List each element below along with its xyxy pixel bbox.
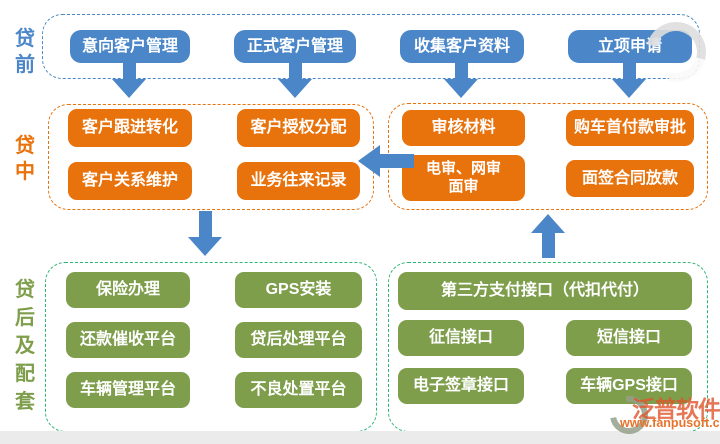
node-formal-customer-mgmt: 正式客户管理 <box>234 30 356 63</box>
node-gps-installation: GPS安装 <box>235 272 362 308</box>
bottom-gray-strip <box>0 431 720 444</box>
down-arrow-icon <box>444 62 478 98</box>
node-esignature-interface: 电子签章接口 <box>398 368 524 404</box>
down-arrow-icon <box>278 62 312 98</box>
node-third-party-payment-interface: 第三方支付接口（代扣代付） <box>398 272 692 310</box>
node-down-payment-approval: 购车首付款审批 <box>566 110 694 146</box>
post-loan-label: 贷后及配套 <box>15 279 35 413</box>
mid-loan-label: 贷中 <box>15 135 35 183</box>
node-customer-follow-up: 客户跟进转化 <box>68 109 192 147</box>
node-contract-signing-loan: 面签合同放款 <box>566 160 694 197</box>
down-arrow-icon <box>188 211 222 256</box>
node-repayment-collection: 还款催收平台 <box>66 322 190 358</box>
up-arrow-icon <box>531 214 565 258</box>
left-arrow-icon <box>358 145 414 177</box>
node-customer-relationship: 客户关系维护 <box>68 162 192 200</box>
node-bad-asset-disposal: 不良处置平台 <box>235 372 362 408</box>
node-insurance-handling: 保险办理 <box>66 272 190 308</box>
node-customer-authorization: 客户授权分配 <box>237 109 360 147</box>
watermark-brand: 泛普软件 <box>632 396 720 422</box>
pre-loan-label: 贷前 <box>15 28 35 76</box>
node-vehicle-gps-interface: 车辆GPS接口 <box>566 368 692 404</box>
node-intent-customer-mgmt: 意向客户管理 <box>70 30 190 63</box>
node-project-application: 立项申请 <box>568 30 692 63</box>
node-post-loan-processing: 贷后处理平台 <box>235 322 362 358</box>
node-business-dealings-record: 业务往来记录 <box>237 162 360 200</box>
node-phone-web-interview-review: 电审、网审 面审 <box>402 155 525 201</box>
node-credit-interface: 征信接口 <box>398 320 524 356</box>
watermark-url: www.fanpusoft.com <box>620 416 720 430</box>
node-sms-interface: 短信接口 <box>566 320 692 356</box>
down-arrow-icon <box>112 62 146 98</box>
node-review-materials: 审核材料 <box>402 110 525 146</box>
node-collect-customer-info: 收集客户资料 <box>400 30 524 63</box>
down-arrow-icon <box>612 62 646 98</box>
node-vehicle-management: 车辆管理平台 <box>66 372 190 408</box>
